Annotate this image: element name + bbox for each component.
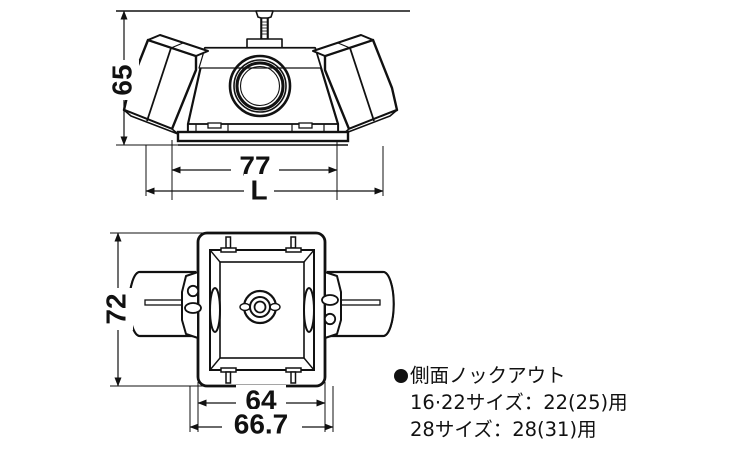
dimension-height-72: 72 — [100, 232, 133, 387]
plan-cover-bevels — [209, 249, 315, 371]
note-heading-text: 側面ノックアウト — [410, 364, 566, 387]
right-mounting-ear — [321, 271, 342, 339]
dimension-height-65: 65 — [106, 10, 139, 146]
note-line-1: 16·22サイズ：22(25)用 — [410, 391, 628, 414]
base-screw-right — [298, 122, 313, 129]
left-side-knockout — [209, 287, 221, 333]
bullet-dot-icon — [394, 369, 408, 383]
left-mounting-ear — [181, 271, 202, 339]
right-ear-hole — [323, 312, 337, 326]
plan-top-view: 72 64 66.7 — [100, 231, 395, 443]
front-elevation-view: 65 77 L — [106, 10, 410, 208]
side-knockout-note: 側面ノックアウト 16·22サイズ：22(25)用 28サイズ：28(31)用 — [394, 362, 746, 443]
plan-screw-bottom-left — [220, 367, 237, 384]
hanger-stud-assembly — [246, 10, 283, 49]
note-heading-line: 側面ノックアウト — [394, 362, 746, 389]
dimension-width-66-7: 66.7 — [189, 408, 334, 443]
front-body-top-facet — [198, 47, 322, 69]
plan-screw-top-left — [220, 236, 237, 253]
dimension-label-65: 65 — [106, 64, 137, 95]
note-line-2: 28サイズ：28(31)用 — [410, 418, 597, 441]
center-screw-boss — [239, 289, 281, 325]
right-ear-slot — [321, 294, 339, 306]
plan-screw-bottom-right — [285, 367, 302, 384]
plan-top-screws — [220, 236, 302, 253]
left-conduit-wing — [122, 34, 209, 135]
dimension-label-L: L — [250, 174, 267, 205]
left-ear-hole — [186, 284, 200, 298]
plan-screw-top-right — [285, 236, 302, 253]
stud-thread-lines — [261, 21, 268, 35]
right-conduit-hub — [326, 270, 395, 338]
base-screw-left — [207, 122, 222, 129]
right-side-knockout — [303, 287, 315, 333]
left-ear-slot — [184, 302, 202, 314]
dimension-label-66-7: 66.7 — [234, 408, 289, 439]
dimension-width-L: L — [145, 174, 384, 208]
center-knockout-ring — [228, 54, 292, 118]
dimension-label-72: 72 — [100, 293, 131, 324]
plan-bottom-screws — [220, 367, 302, 384]
front-base-flange — [176, 122, 350, 143]
